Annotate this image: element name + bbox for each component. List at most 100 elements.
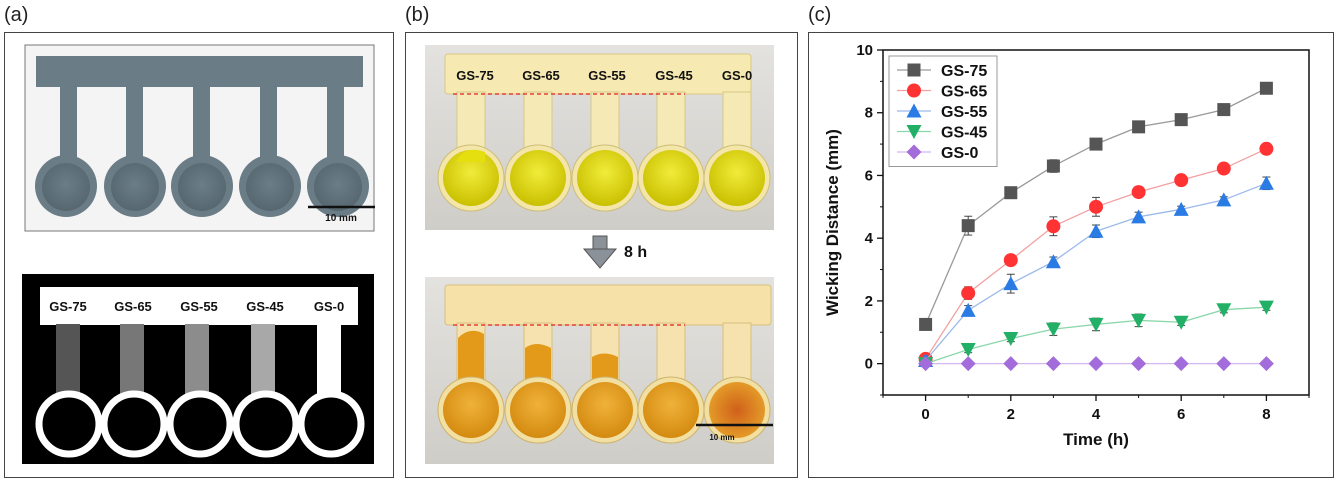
data-point — [1045, 356, 1061, 372]
plot-frame — [882, 49, 1310, 396]
legend-marker — [906, 103, 922, 118]
data-point — [918, 356, 934, 372]
mask-channels — [56, 324, 341, 399]
down-arrow-icon — [582, 235, 618, 269]
data-point — [1217, 103, 1231, 117]
data-point — [1259, 141, 1274, 156]
data-point — [1003, 332, 1019, 347]
data-point — [1004, 186, 1018, 200]
data-point — [1088, 223, 1104, 238]
data-point — [1216, 192, 1232, 207]
data-point — [1088, 356, 1104, 372]
data-point — [1258, 300, 1274, 315]
data-point — [1045, 322, 1061, 337]
data-point — [1132, 120, 1146, 134]
photo-before-label-gs0: GS-0 — [722, 68, 752, 83]
photo-after-chip — [437, 284, 772, 444]
photo-before-label-gs75: GS-75 — [456, 68, 494, 83]
data-point — [1003, 253, 1018, 268]
data-point — [1173, 356, 1189, 372]
data-point — [919, 317, 933, 331]
data-point — [961, 219, 975, 233]
legend-label-gs-45: GS-45 — [941, 125, 987, 142]
mask-channel-labels: GS-75 GS-65 GS-55 GS-45 GS-0 — [49, 299, 344, 314]
panel-b-photos: GS-75 GS-65 GS-55 GS-45 GS-0 8 h — [425, 45, 774, 464]
y-tick-label-4: 8 — [865, 105, 873, 122]
data-point — [1258, 356, 1274, 372]
panel-label-b: (b) — [405, 4, 430, 26]
y-tick-label-1: 2 — [865, 293, 873, 310]
y-axis-label: Wicking Distance (mm) — [823, 129, 842, 316]
legend-marker — [906, 144, 922, 160]
x-tick-label-2: 4 — [1092, 406, 1101, 423]
mask-label-gs55: GS-55 — [180, 299, 218, 314]
data-point — [961, 286, 976, 301]
chip-3d-wells — [42, 163, 362, 211]
data-point — [1131, 185, 1146, 200]
legend-label-gs-0: GS-0 — [941, 145, 978, 162]
data-point — [1174, 173, 1189, 188]
data-point — [1131, 356, 1147, 372]
photo-before-labels: GS-75 GS-65 GS-55 GS-45 GS-0 — [456, 68, 752, 83]
chart-series — [918, 81, 1274, 372]
legend-marker — [906, 125, 922, 139]
data-point — [1174, 113, 1188, 127]
x-tick-label-3: 6 — [1177, 406, 1185, 423]
x-axis-label: Time (h) — [1063, 430, 1129, 449]
series-gs-0 — [918, 356, 1274, 372]
y-tick-label-2: 4 — [865, 230, 874, 247]
series-line — [925, 306, 1267, 365]
data-point — [1003, 356, 1019, 372]
legend-label-gs-55: GS-55 — [941, 104, 987, 121]
x-tick-label-0: 0 — [921, 406, 929, 423]
data-point — [960, 302, 976, 317]
data-point — [1046, 159, 1060, 173]
panel-label-c: (c) — [808, 4, 832, 26]
mask-label-gs0: GS-0 — [314, 299, 344, 314]
data-point — [1173, 315, 1189, 330]
scale-bar-a-label: 10 mm — [325, 213, 357, 224]
mask-wells — [35, 390, 365, 458]
series-gs-65 — [918, 141, 1274, 366]
legend-marker — [907, 83, 921, 98]
data-point — [1045, 254, 1061, 269]
panel-label-a: (a) — [4, 4, 29, 26]
y-tick-label-3: 6 — [865, 167, 873, 184]
photo-before-chip — [437, 53, 771, 212]
panel-a-render: 10 mm GS-75 GS-65 GS-55 GS-45 GS-0 — [22, 44, 375, 464]
data-point — [1089, 137, 1103, 151]
data-point — [1131, 209, 1147, 224]
arrow-time-label: 8 h — [624, 244, 647, 261]
data-point — [1088, 317, 1104, 332]
mask-label-gs45: GS-45 — [246, 299, 284, 314]
scale-bar-b-label: 10 mm — [709, 433, 734, 442]
mask-label-gs65: GS-65 — [114, 299, 152, 314]
mask-label-gs75: GS-75 — [49, 299, 87, 314]
photo-before-label-gs45: GS-45 — [655, 68, 693, 83]
mask-top-bar — [40, 287, 358, 325]
legend-label-gs-75: GS-75 — [941, 63, 987, 80]
photo-before-label-gs65: GS-65 — [522, 68, 560, 83]
legend-label-gs-65: GS-65 — [941, 84, 987, 101]
photo-before-label-gs55: GS-55 — [588, 68, 626, 83]
x-tick-label-4: 8 — [1262, 406, 1270, 423]
data-point — [1131, 313, 1147, 328]
y-tick-label-0: 0 — [865, 356, 873, 373]
data-point — [960, 356, 976, 372]
data-point — [960, 343, 976, 358]
y-tick-label-5: 10 — [856, 42, 873, 59]
data-point — [1003, 276, 1019, 291]
series-gs-75 — [919, 81, 1273, 331]
data-point — [1259, 81, 1273, 95]
data-point — [1216, 356, 1232, 372]
data-point — [1046, 219, 1061, 234]
data-point — [1173, 201, 1189, 216]
data-point — [1089, 199, 1103, 214]
data-point — [1216, 303, 1232, 318]
data-point — [1216, 161, 1231, 176]
legend-marker — [907, 63, 921, 77]
data-point — [1258, 175, 1274, 190]
